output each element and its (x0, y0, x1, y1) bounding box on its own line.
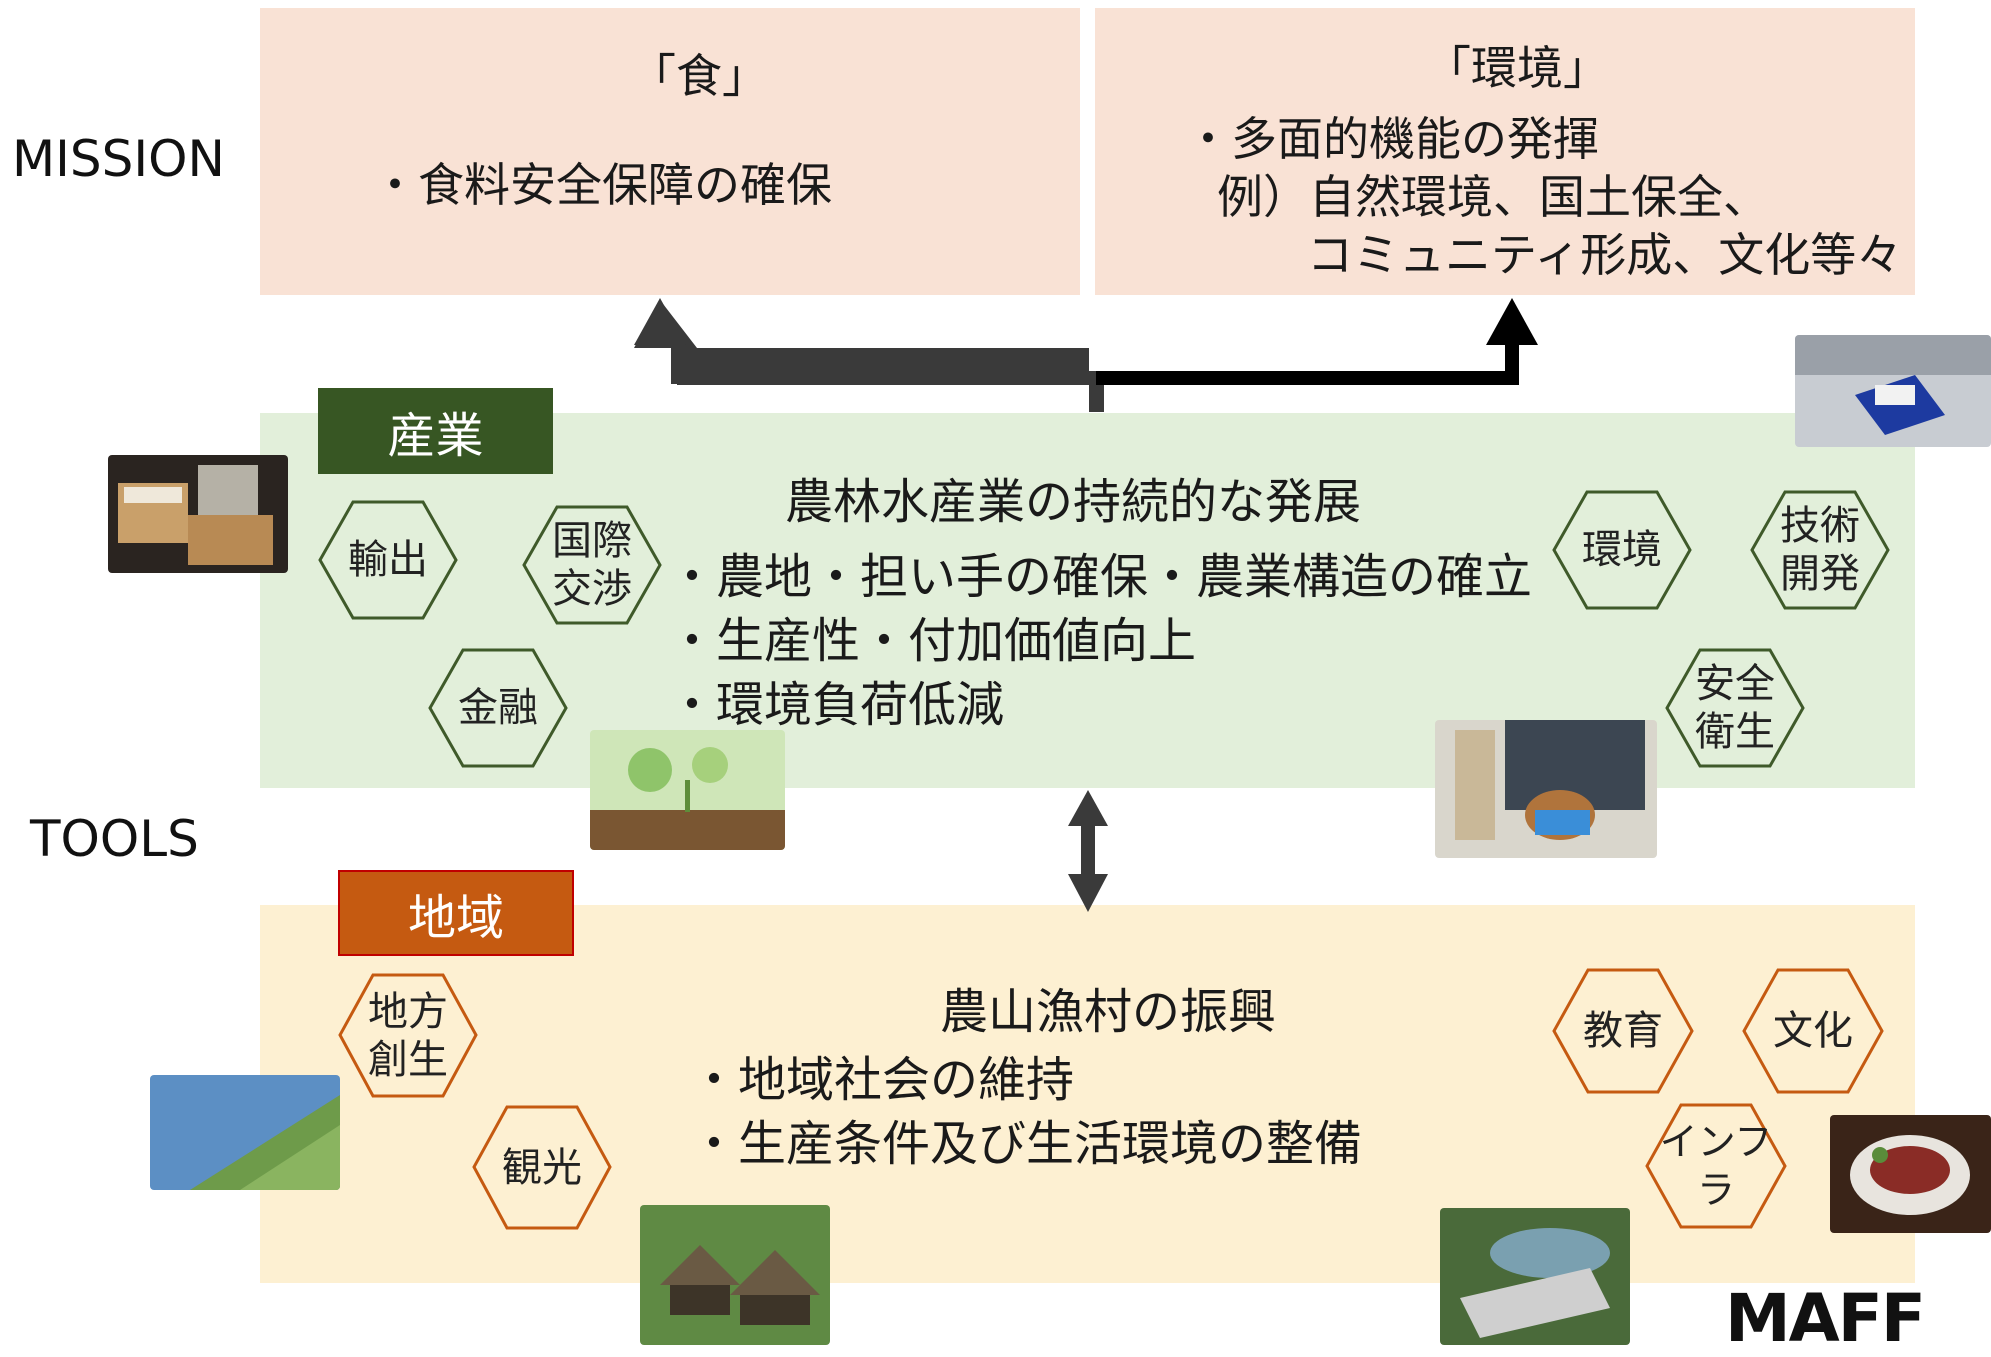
hex-finance: 金融 (428, 648, 568, 768)
robot-machine-photo (1795, 335, 1991, 447)
terraced-coast-photo (150, 1075, 340, 1190)
double-arrow-head-up (1068, 790, 1108, 826)
detection-dog-photo (1435, 720, 1657, 858)
arrow-to-environment-shaft (1096, 345, 1519, 385)
dam-photo (1440, 1208, 1630, 1345)
arrow-to-food-shaft (677, 345, 1103, 412)
mission-environment-line2: 例）自然環境、国土保全、 (1217, 170, 1769, 224)
hex-culture: 文化 (1742, 968, 1884, 1094)
region-bullet: ・生産条件及び生活環境の整備 (690, 1116, 1363, 1172)
region-heading: 農山漁村の振興 (940, 984, 1277, 1040)
industry-bullet: ・農地・担い手の確保・農業構造の確立 (668, 549, 1533, 605)
industry-heading: 農林水産業の持続的な発展 (785, 474, 1362, 530)
beef-dish-photo (1830, 1115, 1991, 1233)
mission-food-box: 「食」 ・食料安全保障の確保 (260, 8, 1080, 295)
arrow-to-environment-head (1486, 298, 1538, 345)
hex-intl-negotiation-label: 国際 交渉 (552, 518, 632, 612)
mission-food-title: 「食」 (630, 49, 768, 103)
hex-regional-revitalization-label: 地方 創生 (368, 988, 448, 1083)
hex-environment: 環境 (1552, 490, 1692, 610)
mission-environment-line3: コミュニティ形成、文化等々 (1307, 228, 1903, 282)
region-bullet: ・地域社会の維持 (690, 1052, 1075, 1108)
hex-culture-label: 文化 (1773, 1008, 1853, 1054)
industry-tag: 産業 (318, 388, 553, 474)
hex-tourism-label: 観光 (502, 1144, 582, 1191)
hex-tourism: 観光 (472, 1105, 612, 1230)
thatched-village-photo (640, 1205, 830, 1345)
hex-infrastructure-label: インフラ (1659, 1120, 1773, 1212)
mission-environment-line1: ・多面的機能の発揮 (1185, 112, 1599, 166)
region-tag: 地域 (338, 870, 574, 956)
hex-finance-label: 金融 (458, 685, 538, 731)
maff-logo: MAFF (1725, 1280, 1926, 1357)
hex-safety-hygiene-label: 安全 衛生 (1695, 661, 1775, 755)
tools-label: TOOLS (30, 810, 199, 868)
hex-education-label: 教育 (1583, 1008, 1663, 1054)
hex-tech-development-label: 技術 開発 (1780, 503, 1860, 597)
hex-tech-development: 技術 開発 (1750, 490, 1890, 610)
hex-environment-label: 環境 (1582, 527, 1662, 573)
hex-export: 輸出 (318, 500, 458, 620)
hex-infrastructure: インフラ (1645, 1103, 1787, 1229)
hex-safety-hygiene: 安全 衛生 (1665, 648, 1805, 768)
industry-bullet: ・環境負荷低減 (668, 677, 1005, 733)
hex-export-label: 輸出 (348, 537, 428, 583)
mission-food-text: ・食料安全保障の確保 (372, 158, 832, 212)
industry-bullet: ・生産性・付加価値向上 (668, 613, 1197, 669)
hex-regional-revitalization: 地方 創生 (338, 973, 478, 1098)
arrow-to-food (634, 300, 1104, 412)
mission-environment-title: 「環境」 (1425, 41, 1609, 95)
hex-intl-negotiation: 国際 交渉 (522, 505, 662, 625)
mission-environment-box: 「環境」 ・多面的機能の発揮 例）自然環境、国土保全、 コミュニティ形成、文化等… (1095, 8, 1915, 295)
hex-education: 教育 (1552, 968, 1694, 1094)
industry-bullets: ・農地・担い手の確保・農業構造の確立 ・生産性・付加価値向上 ・環境負荷低減 (668, 545, 1532, 737)
sake-photo (108, 455, 288, 573)
region-band (260, 905, 1915, 1283)
double-arrow-head-down (1068, 874, 1108, 912)
region-bullets: ・地域社会の維持 ・生産条件及び生活環境の整備 (690, 1048, 1362, 1176)
arrow-to-food-head (634, 298, 686, 345)
sprout-pellets-photo (590, 730, 785, 850)
mission-label: MISSION (12, 130, 225, 188)
